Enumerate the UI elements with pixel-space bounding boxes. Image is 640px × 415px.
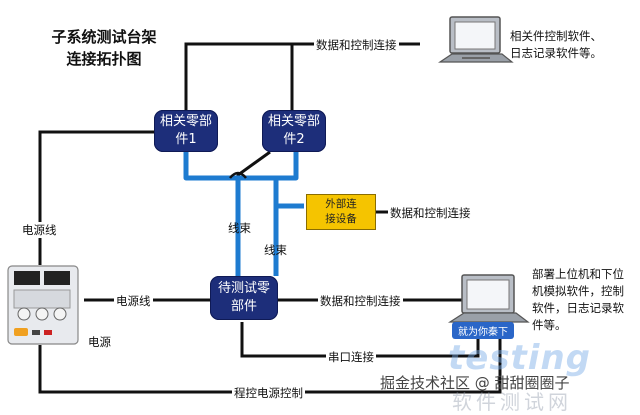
label-data-control-mid: 数据和控制连接: [318, 293, 403, 309]
label-data-control-top: 数据和控制连接: [314, 37, 399, 53]
node-part-1-line-2: 件1: [175, 132, 197, 147]
node-part-1-line-1: 相关零部: [159, 114, 212, 129]
note-bottom-line-3: 软件，日志记录软: [532, 301, 624, 315]
diagram-title: 子系统测试台架 连接拓扑图: [44, 26, 164, 70]
note-bottom-software: 部署上位机和下位 机模拟软件，控制 软件，日志记录软 件等。: [532, 266, 624, 334]
label-power-line-mid: 电源线: [114, 293, 153, 309]
note-top-line-1: 相关件控制软件、: [510, 29, 602, 43]
node-dut: 待测试零 部件: [210, 276, 278, 320]
node-part-2-line-2: 件2: [283, 132, 305, 147]
title-line-2: 连接拓扑图: [66, 50, 142, 68]
note-top-software: 相关件控制软件、 日志记录软件等。: [510, 28, 602, 62]
laptop-icon: [438, 16, 514, 63]
label-serial: 串口连接: [326, 349, 376, 365]
label-data-control-ext: 数据和控制连接: [388, 205, 473, 221]
power-supply-icon: [7, 265, 79, 345]
node-dut-line-1: 待测试零: [217, 281, 270, 296]
node-part-1: 相关零部 件1: [154, 110, 218, 152]
watermark-brand: testing: [448, 338, 591, 378]
node-part-2-line-1: 相关零部: [267, 114, 320, 129]
watermark-credit: 掘金技术社区 @ 甜甜圈圈子: [380, 374, 570, 392]
node-part-2: 相关零部 件2: [262, 110, 326, 152]
watermark-badge: 就为你秦下: [452, 322, 514, 339]
label-harness-a: 线束: [228, 221, 251, 235]
node-dut-line-2: 部件: [230, 299, 257, 314]
node-external-device: 外部连 接设备: [306, 194, 376, 230]
node-ext-line-1: 外部连: [325, 198, 357, 210]
note-bottom-line-4: 件等。: [532, 318, 567, 332]
laptop-icon: [447, 274, 530, 323]
note-bottom-line-1: 部署上位机和下位: [532, 267, 624, 281]
label-programmable-power: 程控电源控制: [232, 385, 305, 401]
note-bottom-line-2: 机模拟软件，控制: [532, 284, 624, 298]
label-harness-b: 线束: [264, 243, 287, 257]
label-power: 电源: [88, 335, 111, 349]
watermark-brand-cn: 软件测试网: [452, 390, 572, 414]
title-line-1: 子系统测试台架: [51, 28, 157, 46]
note-top-line-2: 日志记录软件等。: [510, 46, 602, 60]
node-ext-line-2: 接设备: [325, 213, 357, 225]
label-power-line-left: 电源线: [20, 222, 59, 238]
